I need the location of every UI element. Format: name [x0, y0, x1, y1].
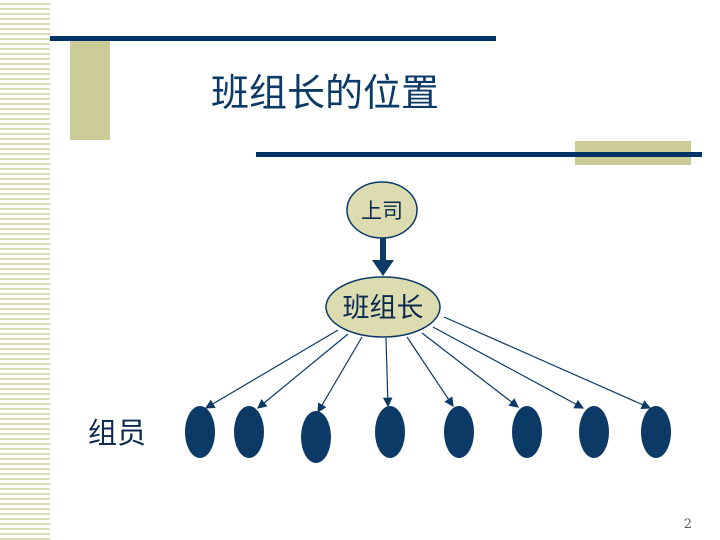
member-arrow	[382, 337, 393, 408]
member-node	[375, 406, 405, 458]
member-nodes	[185, 406, 671, 463]
member-arrow	[421, 332, 519, 408]
members-label: 组员	[88, 416, 146, 450]
member-node	[185, 406, 215, 458]
member-arrow	[432, 326, 585, 409]
member-arrow	[257, 333, 349, 409]
member-arrow	[406, 336, 454, 407]
page-number: 2	[683, 517, 692, 532]
slide-title: 班组长的位置	[210, 71, 439, 115]
member-node	[512, 406, 542, 458]
node-supervisor-label: 上司	[361, 199, 403, 223]
node-team-leader-label: 班组长	[343, 293, 424, 324]
node-team-leader	[325, 276, 441, 338]
member-arrow	[443, 316, 652, 409]
member-arrow	[317, 336, 363, 414]
member-node	[234, 406, 264, 458]
title-accent-block-left	[70, 38, 110, 140]
member-node	[301, 411, 331, 463]
member-node	[579, 406, 609, 458]
member-node	[444, 406, 474, 458]
arrow-supervisor-to-leader	[380, 238, 386, 262]
member-arrow	[204, 329, 339, 409]
arrow-supervisor-to-leader-head	[372, 260, 394, 276]
member-arrows	[204, 316, 652, 414]
title-rule-bottom	[256, 152, 702, 157]
decorative-stripes	[0, 0, 50, 540]
title-rule-top	[50, 36, 496, 41]
member-node	[641, 406, 671, 458]
